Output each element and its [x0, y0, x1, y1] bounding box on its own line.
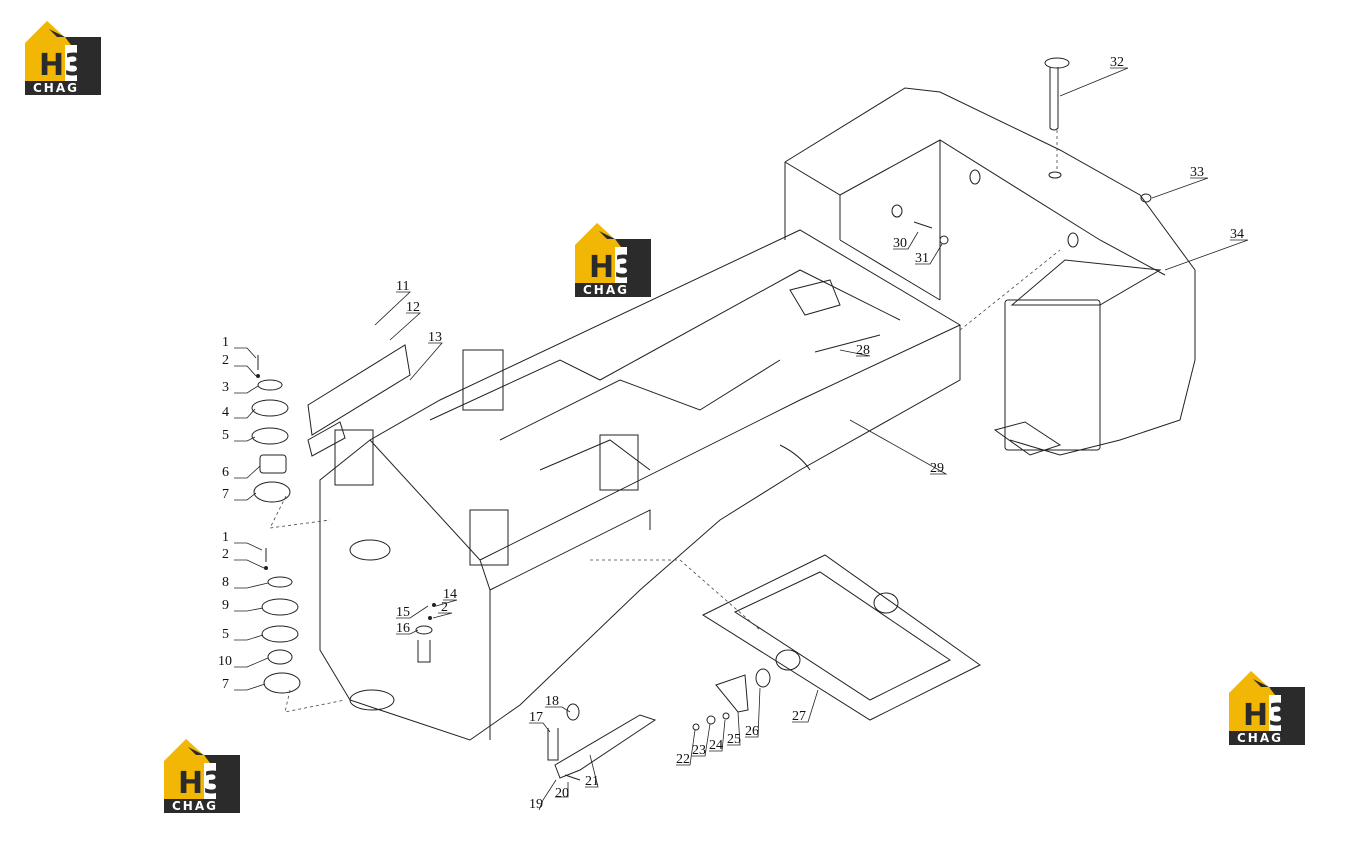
brand-logo-center: H3 CHAG: [575, 223, 651, 297]
bolt-small: [913, 221, 933, 229]
callout-label: 25: [727, 732, 741, 747]
pin-assembly-left: [415, 603, 436, 663]
callout-label: 12: [406, 300, 420, 315]
callout-label: 8: [222, 575, 229, 590]
callout-label: 13: [428, 330, 442, 345]
logo-text-bottom: CHAG: [172, 799, 218, 813]
callout-labels: 1 2 3 4 5 6 7 1 2 8 9 5 10 7 11 12 13 14…: [218, 55, 1244, 812]
callout-label: 26: [745, 724, 759, 739]
brand-logo-right: H3 CHAG: [1229, 671, 1305, 745]
callout-label: 23: [692, 743, 706, 758]
logo-text-top: H3: [39, 48, 85, 83]
callout-label: 3: [222, 380, 229, 395]
logo-text-top: H3: [1243, 698, 1289, 733]
cover-plate-small: [307, 421, 346, 457]
callout-label: 19: [529, 797, 543, 812]
bracket-assembly: [692, 668, 771, 731]
callout-label: 7: [222, 677, 229, 692]
leader-lines: [234, 67, 1249, 811]
callout-label: 29: [930, 461, 944, 476]
rear-frame: [319, 229, 961, 741]
callout-label: 1: [222, 530, 229, 545]
callout-label: 2: [222, 353, 229, 368]
callout-label: 30: [893, 236, 907, 251]
washer: [939, 235, 949, 245]
brand-logo-top-left: H3 CHAG: [25, 21, 101, 95]
callout-label: 18: [545, 694, 559, 709]
callout-label: 5: [222, 428, 229, 443]
logo-text-bottom: CHAG: [1237, 731, 1283, 745]
callout-label: 11: [396, 279, 409, 294]
lower-hinge-stack: [261, 548, 301, 694]
callout-label: 16: [396, 621, 410, 636]
callout-label: 22: [676, 752, 690, 767]
callout-label: 24: [709, 738, 723, 753]
callout-label: 28: [856, 343, 870, 358]
lifting-eye-pin: [1044, 57, 1070, 131]
callout-label: 32: [1110, 55, 1124, 70]
callout-label: 10: [218, 654, 232, 669]
callout-label: 15: [396, 605, 410, 620]
callout-label: 7: [222, 487, 229, 502]
bolt: [814, 334, 881, 353]
callout-label: 31: [915, 251, 929, 266]
callout-label: 33: [1190, 165, 1204, 180]
callout-label: 14: [443, 587, 457, 602]
pin-assembly-bottom: [547, 703, 580, 761]
callout-label: 1: [222, 335, 229, 350]
sub-frame: [701, 554, 981, 721]
pin-small: [564, 774, 581, 781]
callout-label: 6: [222, 465, 229, 480]
callout-label: 2: [441, 600, 448, 615]
callout-label: 27: [792, 709, 806, 724]
link-arm: [554, 714, 657, 779]
logo-text-bottom: CHAG: [33, 81, 79, 95]
callout-label: 9: [222, 598, 229, 613]
counterweight: [784, 87, 1196, 456]
callout-label: 21: [585, 774, 599, 789]
callout-label: 17: [529, 710, 543, 725]
callout-label: 2: [222, 547, 229, 562]
cover-plate: [307, 344, 411, 436]
callout-label: 5: [222, 627, 229, 642]
logo-text-top: H3: [589, 250, 635, 285]
logo-text-top: H3: [178, 766, 224, 801]
brand-logo-bottom-left: H3 CHAG: [164, 739, 240, 813]
callout-label: 20: [555, 786, 569, 801]
callout-label: 4: [222, 405, 229, 420]
callout-label: 34: [1230, 227, 1244, 242]
upper-hinge-stack: [251, 355, 291, 503]
nut: [1140, 193, 1152, 203]
logo-text-bottom: CHAG: [583, 283, 629, 297]
